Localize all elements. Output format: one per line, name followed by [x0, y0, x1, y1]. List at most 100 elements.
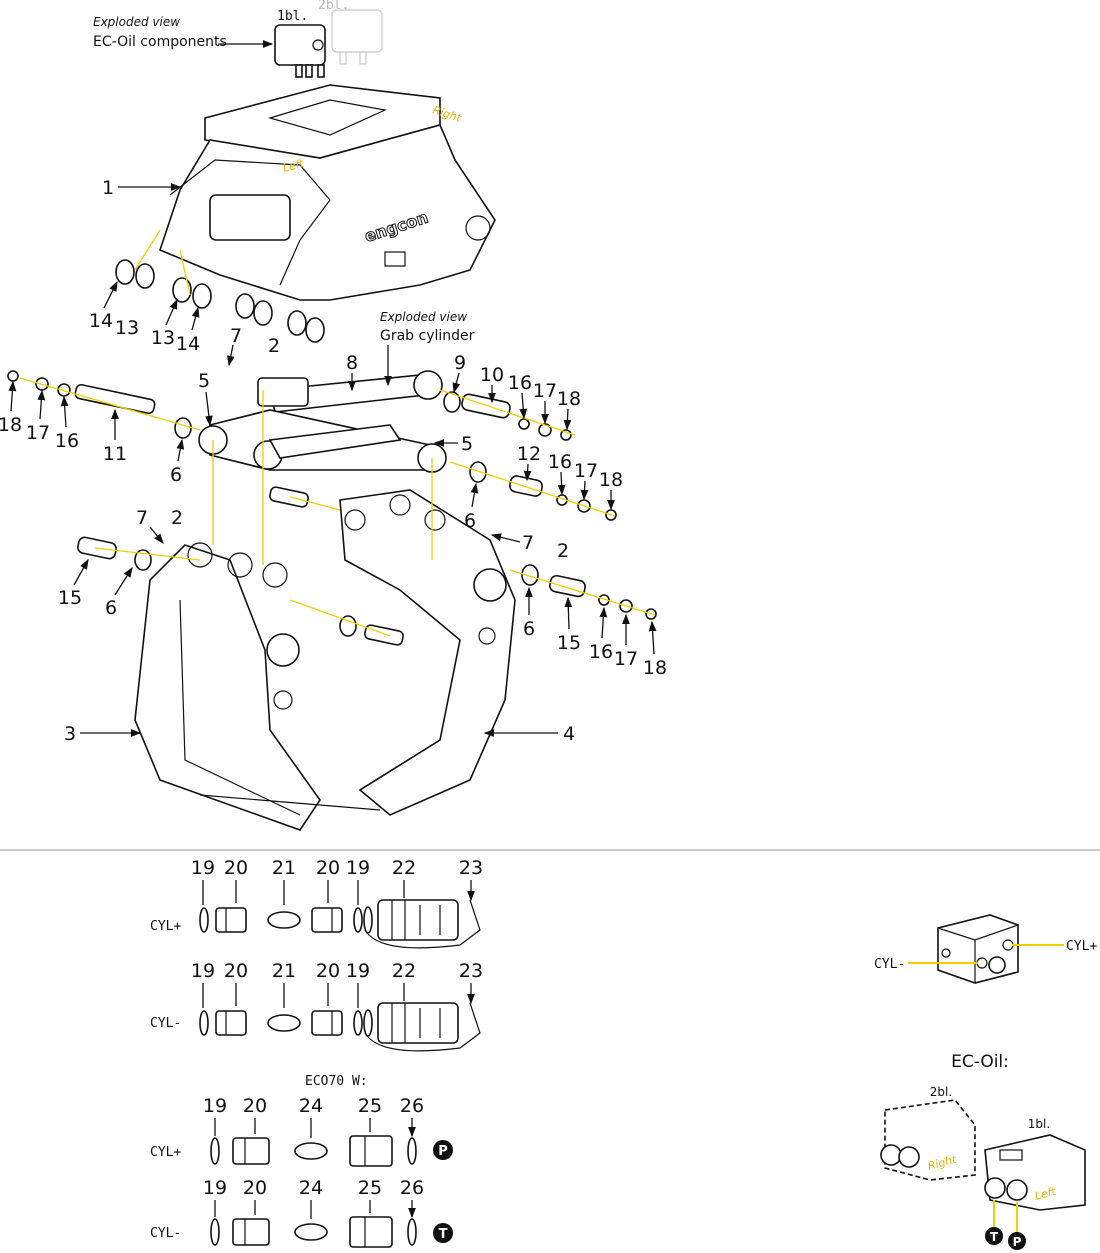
callout: 7: [522, 532, 534, 554]
callout: 7: [136, 507, 148, 529]
callout: 20: [316, 857, 340, 879]
callout: 16: [589, 641, 613, 663]
row-label: CYL-: [150, 1226, 181, 1241]
callout: 13: [151, 327, 175, 349]
ec-oil-block-2-ghost: [331, 9, 383, 65]
callout: 11: [103, 443, 127, 465]
callout: 3: [64, 723, 76, 745]
block-1-label: 1bl.: [277, 9, 308, 24]
callout: 20: [224, 960, 248, 982]
part-callouts: 1 14 13 13 14 7 2 5 8 9 10 16 17 18 18 1…: [0, 177, 667, 745]
callout: 18: [599, 469, 623, 491]
callout: 5: [198, 370, 210, 392]
ec-oil-components-label: EC-Oil components: [93, 34, 227, 50]
callout: 17: [533, 380, 557, 402]
callout: 21: [272, 857, 296, 879]
grab-half-right: [199, 489, 516, 816]
eco70-title: ECO70 W:: [305, 1074, 368, 1089]
callout: 6: [170, 464, 182, 486]
eco70-row-cyl-plus: CYL+ 19 20 24 25 26 P: [150, 1095, 453, 1167]
callout: 16: [548, 451, 572, 473]
callout: 2: [557, 540, 569, 562]
callout: 17: [614, 648, 638, 670]
grab-half-left: [134, 542, 321, 831]
callout: 4: [563, 723, 575, 745]
callout: 17: [574, 460, 598, 482]
callout: 16: [55, 430, 79, 452]
callout: 6: [523, 618, 535, 640]
block-2-label-right: 2bl.: [930, 1085, 952, 1099]
callout: 19: [346, 960, 370, 982]
row-label: CYL+: [150, 1145, 181, 1160]
hose-fitting-row-cyl-plus: CYL+ 19 20 21 20 19 22 23: [150, 857, 483, 949]
left-block-label: Left: [1033, 1185, 1057, 1203]
callout: 20: [243, 1095, 267, 1117]
exploded-view-label-2: Exploded view: [380, 310, 467, 324]
callout: 23: [459, 857, 483, 879]
callout: 15: [557, 632, 581, 654]
callout: 7: [230, 325, 242, 347]
callout: 25: [358, 1177, 382, 1199]
callout: 18: [643, 657, 667, 679]
exploded-view-label: Exploded view: [93, 15, 180, 29]
cyl-minus-label: CYL-: [874, 957, 905, 972]
block-2-label: 2bl.: [318, 0, 349, 13]
ec-oil-block-1: [274, 24, 326, 78]
callout: 15: [58, 587, 82, 609]
eco70-row-cyl-minus: CYL- 19 20 24 25 26 T: [150, 1177, 453, 1248]
callout: 1: [102, 177, 114, 199]
callout: 18: [557, 388, 581, 410]
callout: 10: [480, 364, 504, 386]
callout: 26: [400, 1177, 424, 1199]
block-1-label-right: 1bl.: [1028, 1117, 1050, 1131]
valve-block: [937, 914, 1019, 984]
callout: 21: [272, 960, 296, 982]
callout: 2: [171, 507, 183, 529]
callout: 14: [176, 333, 200, 355]
callout: 22: [392, 857, 416, 879]
callout: 20: [316, 960, 340, 982]
tank-port-icon: T: [439, 1227, 448, 1242]
ec-oil-block-2: [880, 1099, 976, 1181]
tank-port-icon: T: [990, 1230, 999, 1244]
callout: 20: [243, 1177, 267, 1199]
callout: 8: [346, 352, 358, 374]
row-label: CYL+: [150, 919, 181, 934]
pressure-port-icon: P: [1013, 1235, 1022, 1249]
callout: 9: [454, 352, 466, 374]
callout: 17: [26, 422, 50, 444]
callout: 19: [191, 960, 215, 982]
callout: 24: [299, 1095, 323, 1117]
callout: 25: [358, 1095, 382, 1117]
callout: 2: [268, 335, 280, 357]
hose-fitting-row-cyl-minus: CYL- 19 20 21 20 19 22 23: [150, 960, 483, 1052]
callout: 5: [461, 433, 473, 455]
grab-cylinder-label: Grab cylinder: [380, 328, 475, 344]
callout: 14: [89, 310, 113, 332]
callout: 13: [115, 317, 139, 339]
callout: 19: [203, 1095, 227, 1117]
ec-oil-title: EC-Oil:: [951, 1052, 1009, 1072]
cyl-plus-label: CYL+: [1066, 939, 1097, 954]
callout: 12: [517, 443, 541, 465]
callout: 23: [459, 960, 483, 982]
callout: 20: [224, 857, 248, 879]
callout: 19: [191, 857, 215, 879]
ec-oil-block-1: [984, 1134, 1086, 1211]
callout: 16: [508, 372, 532, 394]
row-label: CYL-: [150, 1016, 181, 1031]
callout: 6: [464, 510, 476, 532]
callout: 26: [400, 1095, 424, 1117]
callout: 24: [299, 1177, 323, 1199]
left-side-label: Left: [281, 157, 305, 175]
link-arms: [198, 409, 447, 473]
pressure-port-icon: P: [438, 1144, 448, 1159]
callout: 19: [203, 1177, 227, 1199]
callout: 18: [0, 414, 22, 436]
alignment-lines: [19, 229, 656, 637]
washers-group: [115, 259, 325, 343]
callout: 6: [105, 597, 117, 619]
rotator-head-frame: engcon: [159, 84, 496, 301]
grab-cylinder: [257, 370, 443, 413]
